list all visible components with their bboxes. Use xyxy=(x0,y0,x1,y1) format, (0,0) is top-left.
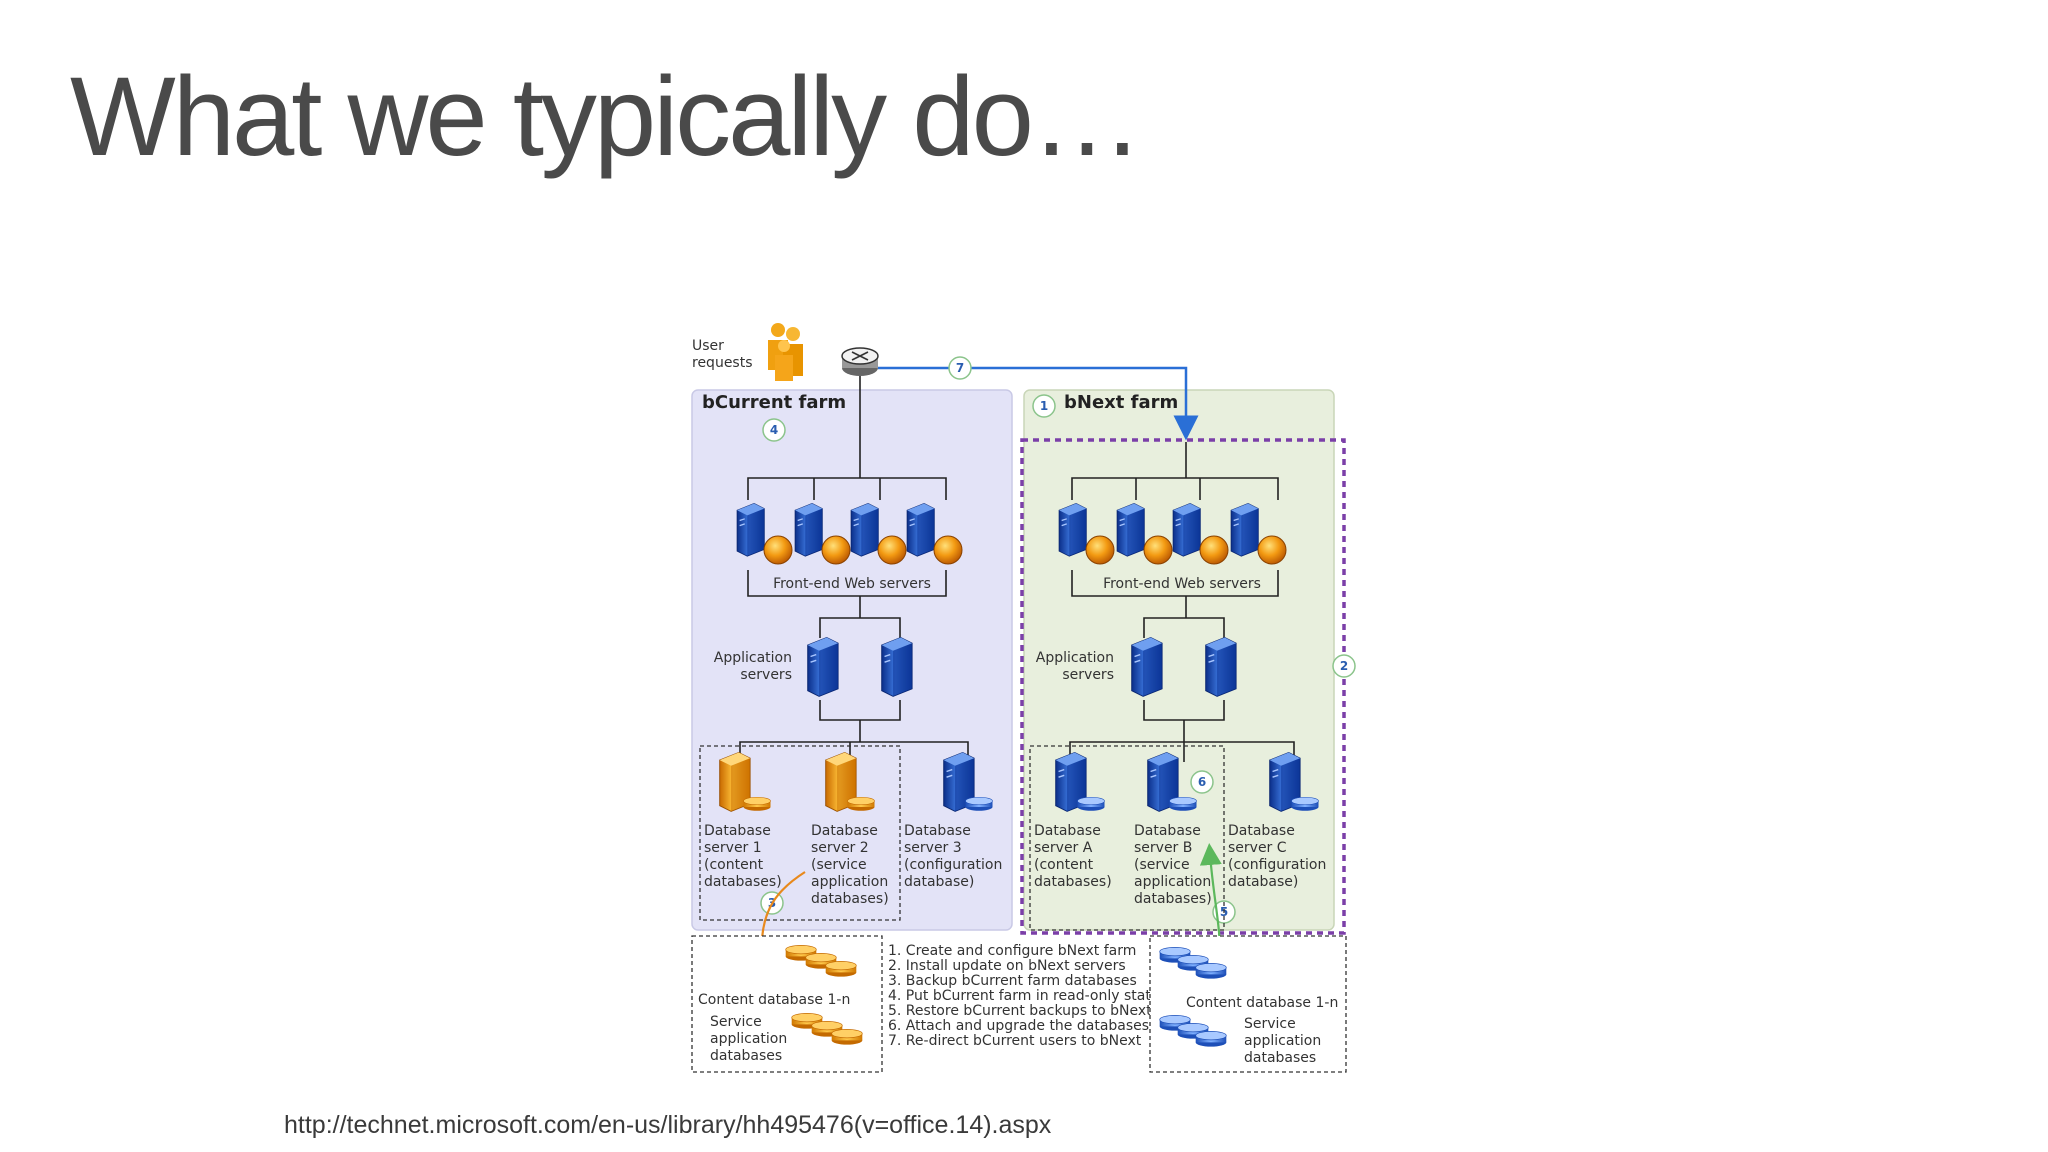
svg-text:server B: server B xyxy=(1134,840,1192,856)
svg-text:Database: Database xyxy=(1134,823,1201,839)
bcurrent-web-server xyxy=(736,502,963,565)
bnext-network-lines xyxy=(1069,442,1295,762)
svg-text:application: application xyxy=(811,874,888,890)
svg-text:databases): databases) xyxy=(1034,874,1112,890)
svg-text:server A: server A xyxy=(1034,840,1093,856)
bcurrent-db-server-2-label: Database server 2 (service application d… xyxy=(811,823,889,907)
router-icon xyxy=(841,347,879,376)
bcurrent-content-db-label: Content database 1-n xyxy=(698,992,850,1008)
svg-text:Database: Database xyxy=(704,823,771,839)
svg-text:Database: Database xyxy=(1034,823,1101,839)
bnext-service-db-label: Service application databases xyxy=(1244,1016,1321,1066)
svg-text:server C: server C xyxy=(1228,840,1287,856)
source-url: http://technet.microsoft.com/en-us/libra… xyxy=(284,1111,1052,1139)
bcurrent-network-lines xyxy=(739,376,969,762)
svg-text:databases): databases) xyxy=(704,874,782,890)
svg-text:Database: Database xyxy=(904,823,971,839)
bcurrent-db-server-3-label: Database server 3 (configuration databas… xyxy=(904,823,1002,890)
svg-text:Application: Application xyxy=(1036,650,1114,666)
svg-text:(content: (content xyxy=(1034,857,1094,873)
svg-text:databases): databases) xyxy=(811,891,889,907)
bnext-web-server xyxy=(1058,502,1287,565)
steps-list: 1. Create and configure bNext farm 2. In… xyxy=(888,943,1159,1049)
svg-text:6. Attach and upgrade the data: 6. Attach and upgrade the databases xyxy=(888,1018,1149,1034)
svg-text:4: 4 xyxy=(770,423,778,437)
bcurrent-web-servers-label: Front-end Web servers xyxy=(773,576,931,592)
svg-text:Database: Database xyxy=(811,823,878,839)
svg-text:4. Put bCurrent farm in read-o: 4. Put bCurrent farm in read-only state xyxy=(888,988,1159,1004)
svg-text:1: 1 xyxy=(1040,399,1048,413)
svg-text:application: application xyxy=(710,1031,787,1047)
svg-text:requests: requests xyxy=(692,355,753,371)
bnext-db-server-a-label: Database server A (content databases) xyxy=(1034,823,1112,890)
bnext-app-servers-label: Application servers xyxy=(1036,650,1114,683)
svg-text:application: application xyxy=(1134,874,1211,890)
svg-text:(service: (service xyxy=(811,857,867,873)
step-2-marker: 2 xyxy=(1332,654,1356,678)
svg-text:database): database) xyxy=(1228,874,1298,890)
bcurrent-backup-storage xyxy=(691,935,883,1073)
bnext-db-server-b-label: Database server B (service application d… xyxy=(1134,823,1212,907)
svg-text:(configuration: (configuration xyxy=(1228,857,1326,873)
svg-text:7: 7 xyxy=(956,361,964,375)
svg-text:2. Install update on bNext ser: 2. Install update on bNext servers xyxy=(888,958,1126,974)
bcurrent-service-db-label: Service application databases xyxy=(710,1014,787,1064)
user-requests-label: User requests xyxy=(692,338,753,371)
svg-text:(content: (content xyxy=(704,857,764,873)
svg-text:User: User xyxy=(692,338,724,354)
bnext-db-server-c-label: Database server C (configuration databas… xyxy=(1228,823,1326,890)
svg-text:3. Backup bCurrent farm databa: 3. Backup bCurrent farm databases xyxy=(888,973,1137,989)
svg-text:databases: databases xyxy=(1244,1050,1316,1066)
svg-text:databases: databases xyxy=(710,1048,782,1064)
redirect-arrow xyxy=(878,366,1199,441)
step-4-marker: 4 xyxy=(762,418,786,442)
bnext-farm-title: bNext farm xyxy=(1064,392,1178,413)
svg-text:7. Re-direct bCurrent users to: 7. Re-direct bCurrent users to bNext xyxy=(888,1033,1142,1049)
svg-text:(service: (service xyxy=(1134,857,1190,873)
svg-text:server 2: server 2 xyxy=(811,840,869,856)
svg-text:server 3: server 3 xyxy=(904,840,962,856)
svg-text:1. Create and configure bNext: 1. Create and configure bNext farm xyxy=(888,943,1136,959)
svg-text:Database: Database xyxy=(1228,823,1295,839)
bnext-web-servers-label: Front-end Web servers xyxy=(1103,576,1261,592)
svg-text:2: 2 xyxy=(1340,659,1348,673)
svg-text:Application: Application xyxy=(714,650,792,666)
step-6-marker: 6 xyxy=(1190,770,1214,794)
svg-text:(configuration: (configuration xyxy=(904,857,1002,873)
bcurrent-db-server-1-label: Database server 1 (content databases) xyxy=(704,823,782,890)
svg-text:servers: servers xyxy=(1062,667,1114,683)
svg-text:5. Restore bCurrent backups to: 5. Restore bCurrent backups to bNext xyxy=(888,1003,1152,1019)
bcurrent-app-servers-label: Application servers xyxy=(714,650,792,683)
svg-text:database): database) xyxy=(904,874,974,890)
svg-text:servers: servers xyxy=(740,667,792,683)
bcurrent-content-db-group xyxy=(699,745,901,921)
svg-text:Service: Service xyxy=(1244,1016,1296,1032)
step-1-marker: 1 xyxy=(1032,394,1056,418)
svg-text:Service: Service xyxy=(710,1014,762,1030)
upgrade-diagram: User requests bCurrent farm bNext farm 7… xyxy=(691,323,1356,1073)
svg-text:6: 6 xyxy=(1198,775,1206,789)
bnext-content-db-label: Content database 1-n xyxy=(1186,995,1338,1011)
users-icon xyxy=(768,323,803,381)
step-7-marker: 7 xyxy=(948,356,972,380)
svg-text:databases): databases) xyxy=(1134,891,1212,907)
svg-text:application: application xyxy=(1244,1033,1321,1049)
slide-title: What we typically do… xyxy=(70,54,1143,179)
svg-text:server 1: server 1 xyxy=(704,840,762,856)
bcurrent-farm-title: bCurrent farm xyxy=(702,392,846,413)
